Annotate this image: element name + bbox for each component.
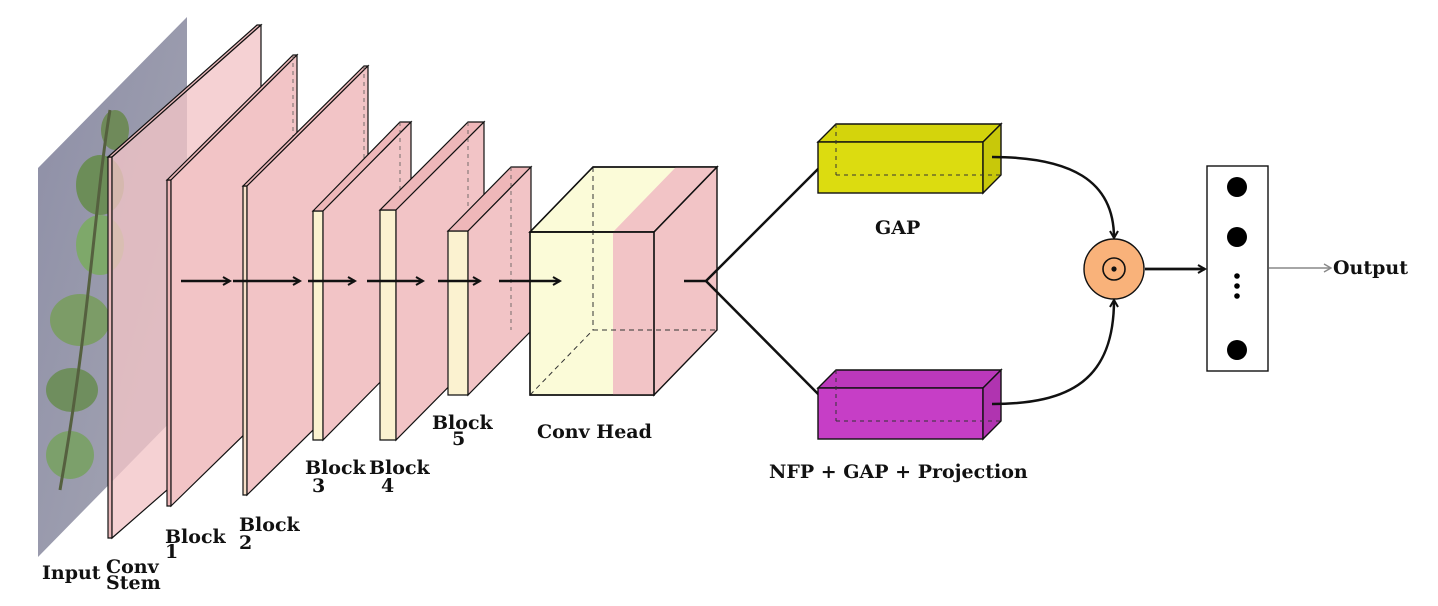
input-label: Input <box>42 562 101 584</box>
curve-gap-to-fusion <box>991 155 1114 238</box>
conv-head-label: Conv Head <box>537 421 652 443</box>
ellipsis-dot <box>1234 273 1240 279</box>
leaf-icon <box>46 109 129 491</box>
output-neuron <box>1227 177 1247 197</box>
fusion-curves <box>991 155 1114 406</box>
block-5-label-line1: Block <box>432 412 494 434</box>
nfp-box <box>816 368 1003 441</box>
arrow-head-to-gap <box>705 155 832 282</box>
gap-box <box>816 122 1003 195</box>
nfp-label: NFP + GAP + Projection <box>769 461 1028 483</box>
block-5-label-line2: 5 <box>452 428 465 450</box>
output-label: Output <box>1333 257 1408 279</box>
arrow-head-to-nfp <box>705 280 830 406</box>
block-3-label-line2: 3 <box>312 475 325 497</box>
block-4-label-line2: 4 <box>381 475 394 497</box>
curve-nfp-to-fusion <box>991 300 1114 406</box>
output-vector <box>1206 165 1269 372</box>
block-1-label-line2: 1 <box>165 541 178 563</box>
gap-label: GAP <box>875 217 920 239</box>
ellipsis-dot <box>1234 283 1240 289</box>
block-3-label-line1: Block <box>305 457 367 479</box>
ellipsis-dot <box>1234 293 1240 299</box>
hadamard-product-icon <box>1083 238 1145 300</box>
forward-arrows <box>181 155 832 406</box>
output-neuron <box>1227 340 1247 360</box>
block-2-label-line2: 2 <box>239 532 252 554</box>
conv-stem-label-line1: Conv <box>106 556 160 578</box>
conv-stem-label-line2: Stem <box>106 572 161 594</box>
block-4-label-line1: Block <box>369 457 431 479</box>
block-2-label-line1: Block <box>239 514 301 536</box>
output-neuron <box>1227 227 1247 247</box>
block-1-label-line1: Block <box>165 526 227 548</box>
